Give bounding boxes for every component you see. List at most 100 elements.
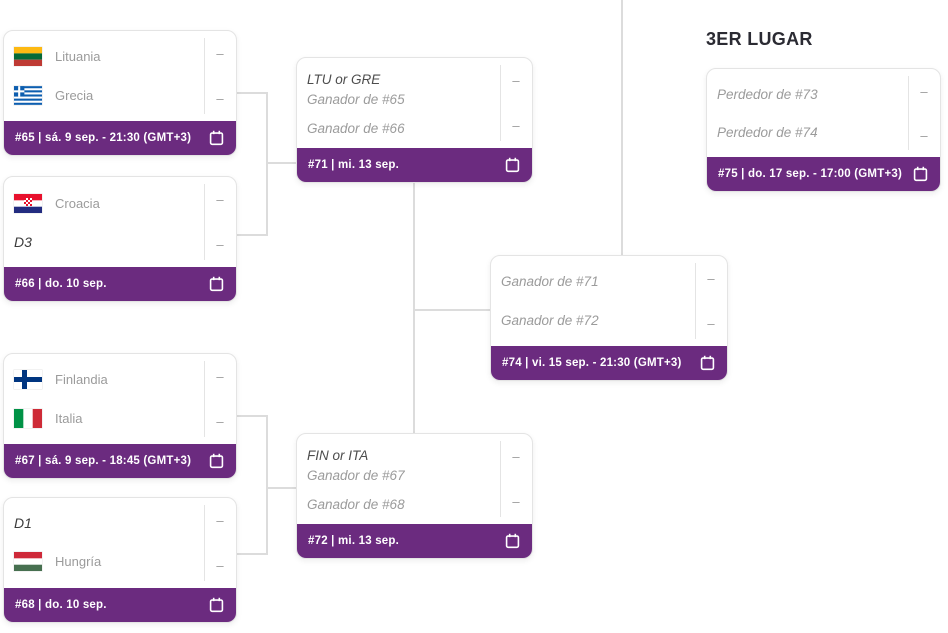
score-value: – — [216, 192, 224, 207]
match-footer: #71 | mi. 13 sep. — [297, 148, 532, 182]
croatia-flag-icon — [14, 193, 42, 213]
team-name: Grecia — [55, 88, 94, 103]
match-body: Lituania Grecia – – — [4, 31, 236, 121]
calendar-icon[interactable] — [207, 596, 225, 614]
score-value: – — [512, 449, 520, 464]
team-placeholder: Ganador de #68 — [307, 497, 405, 513]
greece-flag-icon — [14, 86, 42, 105]
match-card-74[interactable]: Ganador de #71 Ganador de #72 – – #74 | … — [490, 255, 728, 381]
connector-line — [236, 234, 268, 236]
score-value: – — [216, 414, 224, 429]
match-footer-label: #68 | do. 10 sep. — [15, 599, 107, 611]
team-name: Italia — [55, 411, 83, 426]
score-column: – – — [500, 434, 532, 524]
third-place-heading: 3ER LUGAR — [706, 29, 813, 49]
calendar-icon[interactable] — [503, 156, 521, 174]
calendar-icon[interactable] — [207, 452, 225, 470]
calendar-icon[interactable] — [698, 354, 716, 372]
team-name: Hungría — [55, 554, 102, 570]
match-footer-label: #74 | vi. 15 sep. - 21:30 (GMT+3) — [502, 357, 682, 369]
score-column: – – — [695, 256, 727, 346]
team-placeholder: Perdedor de #74 — [717, 124, 818, 140]
score-value: – — [216, 237, 224, 252]
team-slot: Ganador de #71 — [501, 274, 695, 289]
match-footer: #68 | do. 10 sep. — [4, 588, 236, 622]
connector-line — [266, 162, 296, 164]
match-card-66[interactable]: Croacia D3 – – #66 | do. 10 sep. — [3, 176, 237, 302]
match-body: Ganador de #71 Ganador de #72 – – — [491, 256, 727, 346]
match-footer-label: #66 | do. 10 sep. — [15, 278, 107, 290]
calendar-icon[interactable] — [503, 532, 521, 550]
team-slot: D3 — [14, 234, 204, 250]
connector-line — [236, 415, 268, 417]
match-card-71[interactable]: LTU or GRE Ganador de #65 Ganador de #66… — [296, 57, 533, 183]
score-value: – — [216, 558, 224, 573]
team-placeholder: Ganador de #71 — [501, 274, 599, 289]
team-slot: Perdedor de #73 — [717, 87, 908, 102]
calendar-icon[interactable] — [207, 275, 225, 293]
match-card-68[interactable]: D1 Hungría – – #68 | do. 10 sep. — [3, 497, 237, 623]
team-placeholder: Ganador de #65 — [307, 91, 405, 107]
team-slot: Lituania — [14, 47, 204, 66]
team-placeholder: Ganador de #67 — [307, 467, 405, 483]
match-footer: #74 | vi. 15 sep. - 21:30 (GMT+3) — [491, 346, 727, 380]
qualifier-hint: FIN or ITA — [307, 447, 369, 463]
score-value: – — [216, 46, 224, 61]
match-body: D1 Hungría – – — [4, 498, 236, 588]
qualifier-hint: LTU or GRE — [307, 71, 381, 87]
team-slot: D1 — [14, 515, 204, 531]
match-card-65[interactable]: Lituania Grecia – – #65 | sá. 9 sep. - 2… — [3, 30, 237, 156]
score-value: – — [216, 513, 224, 528]
score-column: – – — [908, 69, 940, 157]
match-footer-label: #75 | do. 17 sep. - 17:00 (GMT+3) — [718, 168, 902, 180]
match-body: LTU or GRE Ganador de #65 Ganador de #66… — [297, 58, 532, 148]
team-slot: Ganador de #66 — [307, 121, 500, 136]
match-footer: #65 | sá. 9 sep. - 21:30 (GMT+3) — [4, 121, 236, 155]
connector-line — [413, 183, 415, 433]
score-column: – – — [204, 498, 236, 588]
match-card-72[interactable]: FIN or ITA Ganador de #67 Ganador de #68… — [296, 433, 533, 559]
score-column: – – — [500, 58, 532, 148]
match-body: Finlandia Italia – – — [4, 354, 236, 444]
team-placeholder: Ganador de #66 — [307, 121, 405, 137]
score-value: – — [512, 73, 520, 88]
score-column: – – — [204, 354, 236, 444]
team-slot: Italia — [14, 409, 204, 428]
match-footer: #66 | do. 10 sep. — [4, 267, 236, 301]
team-slot: Ganador de #68 — [307, 497, 500, 512]
team-slot: Grecia — [14, 86, 204, 105]
team-slot: Croacia — [14, 193, 204, 213]
connector-line — [266, 415, 268, 555]
match-body: Perdedor de #73 Perdedor de #74 – – — [707, 69, 940, 157]
match-card-67[interactable]: Finlandia Italia – – #67 | sá. 9 sep. - … — [3, 353, 237, 479]
connector-line — [413, 309, 491, 311]
match-body: FIN or ITA Ganador de #67 Ganador de #68… — [297, 434, 532, 524]
score-column: – – — [204, 177, 236, 267]
match-footer: #72 | mi. 13 sep. — [297, 524, 532, 558]
team-name: Croacia — [55, 195, 100, 211]
calendar-icon[interactable] — [911, 165, 929, 183]
team-slot: Ganador de #72 — [501, 313, 695, 328]
score-value: – — [216, 91, 224, 106]
score-value: – — [707, 271, 715, 286]
match-card-75[interactable]: Perdedor de #73 Perdedor de #74 – – #75 … — [706, 68, 941, 192]
team-slot: Perdedor de #74 — [717, 125, 908, 140]
lithuania-flag-icon — [14, 47, 42, 66]
score-value: – — [512, 118, 520, 133]
team-name: Lituania — [55, 49, 101, 64]
calendar-icon[interactable] — [207, 129, 225, 147]
team-name: Finlandia — [55, 372, 108, 387]
team-slot: LTU or GRE Ganador de #65 — [307, 70, 500, 109]
seed-label: D3 — [14, 234, 32, 251]
match-footer: #75 | do. 17 sep. - 17:00 (GMT+3) — [707, 157, 940, 191]
hungary-flag-icon — [14, 552, 42, 572]
match-body: Croacia D3 – – — [4, 177, 236, 267]
match-footer-label: #71 | mi. 13 sep. — [308, 159, 400, 171]
score-column: – – — [204, 31, 236, 121]
team-slot: Hungría — [14, 552, 204, 572]
connector-line — [266, 92, 268, 236]
italy-flag-icon — [14, 409, 42, 428]
connector-line — [236, 92, 268, 94]
connector-line — [621, 0, 623, 256]
